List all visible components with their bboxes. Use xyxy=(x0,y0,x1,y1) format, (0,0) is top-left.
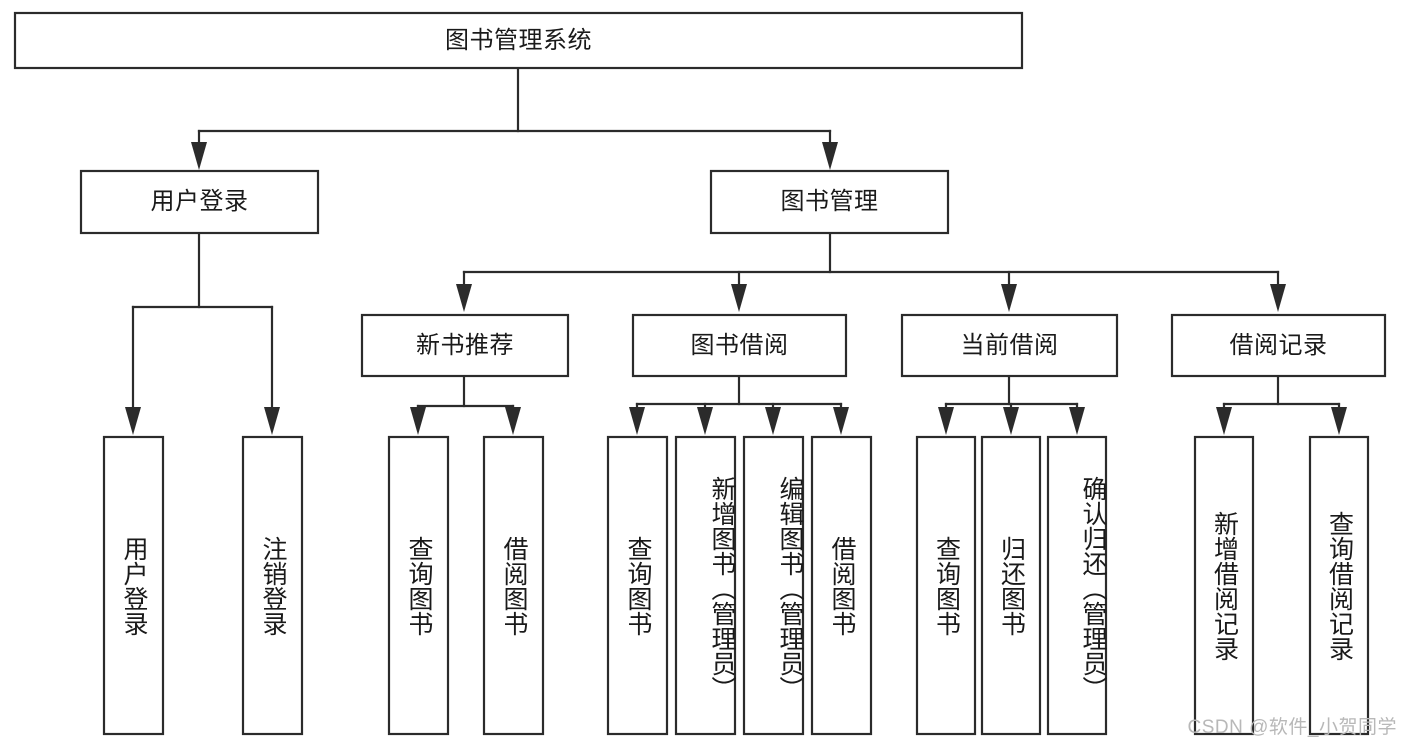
arrow-head-icon xyxy=(505,407,521,435)
arrow-head-icon xyxy=(191,142,207,170)
arrow-head-icon xyxy=(629,407,645,435)
arrow-head-icon xyxy=(822,142,838,170)
arrow-head-icon xyxy=(731,284,747,312)
arrow-head-icon xyxy=(125,407,141,435)
node-box-leaf-add-book[interactable] xyxy=(674,435,737,736)
node-box-leaf-query-record[interactable] xyxy=(1308,435,1370,736)
node-box-leaf-user-login[interactable] xyxy=(102,435,165,736)
node-box-root[interactable] xyxy=(13,11,1024,70)
connector-borrowrecord-to-leaves xyxy=(1216,375,1347,435)
node-box-leaf-confirm-return[interactable] xyxy=(1046,435,1108,736)
arrow-head-icon xyxy=(1069,407,1085,435)
arrow-head-icon xyxy=(1001,284,1017,312)
arrow-head-icon xyxy=(1331,407,1347,435)
arrow-head-icon xyxy=(456,284,472,312)
arrow-head-icon xyxy=(1216,407,1232,435)
arrow-head-icon xyxy=(697,407,713,435)
connector-newbook-to-leaves xyxy=(410,375,521,435)
node-box-leaf-return-book[interactable] xyxy=(980,435,1042,736)
connector-bookborrow-to-leaves xyxy=(629,375,849,435)
node-box-borrow-record[interactable] xyxy=(1170,313,1387,378)
arrow-head-icon xyxy=(1003,407,1019,435)
connector-userlogin-to-leaves xyxy=(125,231,280,435)
node-box-book-borrow[interactable] xyxy=(631,313,848,378)
node-box-leaf-query-book-2[interactable] xyxy=(606,435,669,736)
node-box-leaf-query-book-1[interactable] xyxy=(387,435,450,736)
node-box-leaf-edit-book[interactable] xyxy=(742,435,805,736)
connector-bookmanage-to-level3 xyxy=(456,231,1286,312)
arrow-head-icon xyxy=(765,407,781,435)
arrow-head-icon xyxy=(410,407,426,435)
connector-root-to-level2 xyxy=(191,66,838,170)
arrow-head-icon xyxy=(1270,284,1286,312)
arrow-head-icon xyxy=(833,407,849,435)
node-box-book-manage[interactable] xyxy=(709,169,950,235)
node-box-new-book-recommend[interactable] xyxy=(360,313,570,378)
node-box-leaf-logout-login[interactable] xyxy=(241,435,304,736)
node-box-leaf-add-record[interactable] xyxy=(1193,435,1255,736)
node-box-leaf-borrow-book-1[interactable] xyxy=(482,435,545,736)
node-box-user-login[interactable] xyxy=(79,169,320,235)
node-box-leaf-borrow-book-2[interactable] xyxy=(810,435,873,736)
node-box-current-borrow[interactable] xyxy=(900,313,1119,378)
arrow-head-icon xyxy=(264,407,280,435)
arrow-head-icon xyxy=(938,407,954,435)
connector-currentborrow-to-leaves xyxy=(938,375,1085,435)
node-box-leaf-query-book-3[interactable] xyxy=(915,435,977,736)
